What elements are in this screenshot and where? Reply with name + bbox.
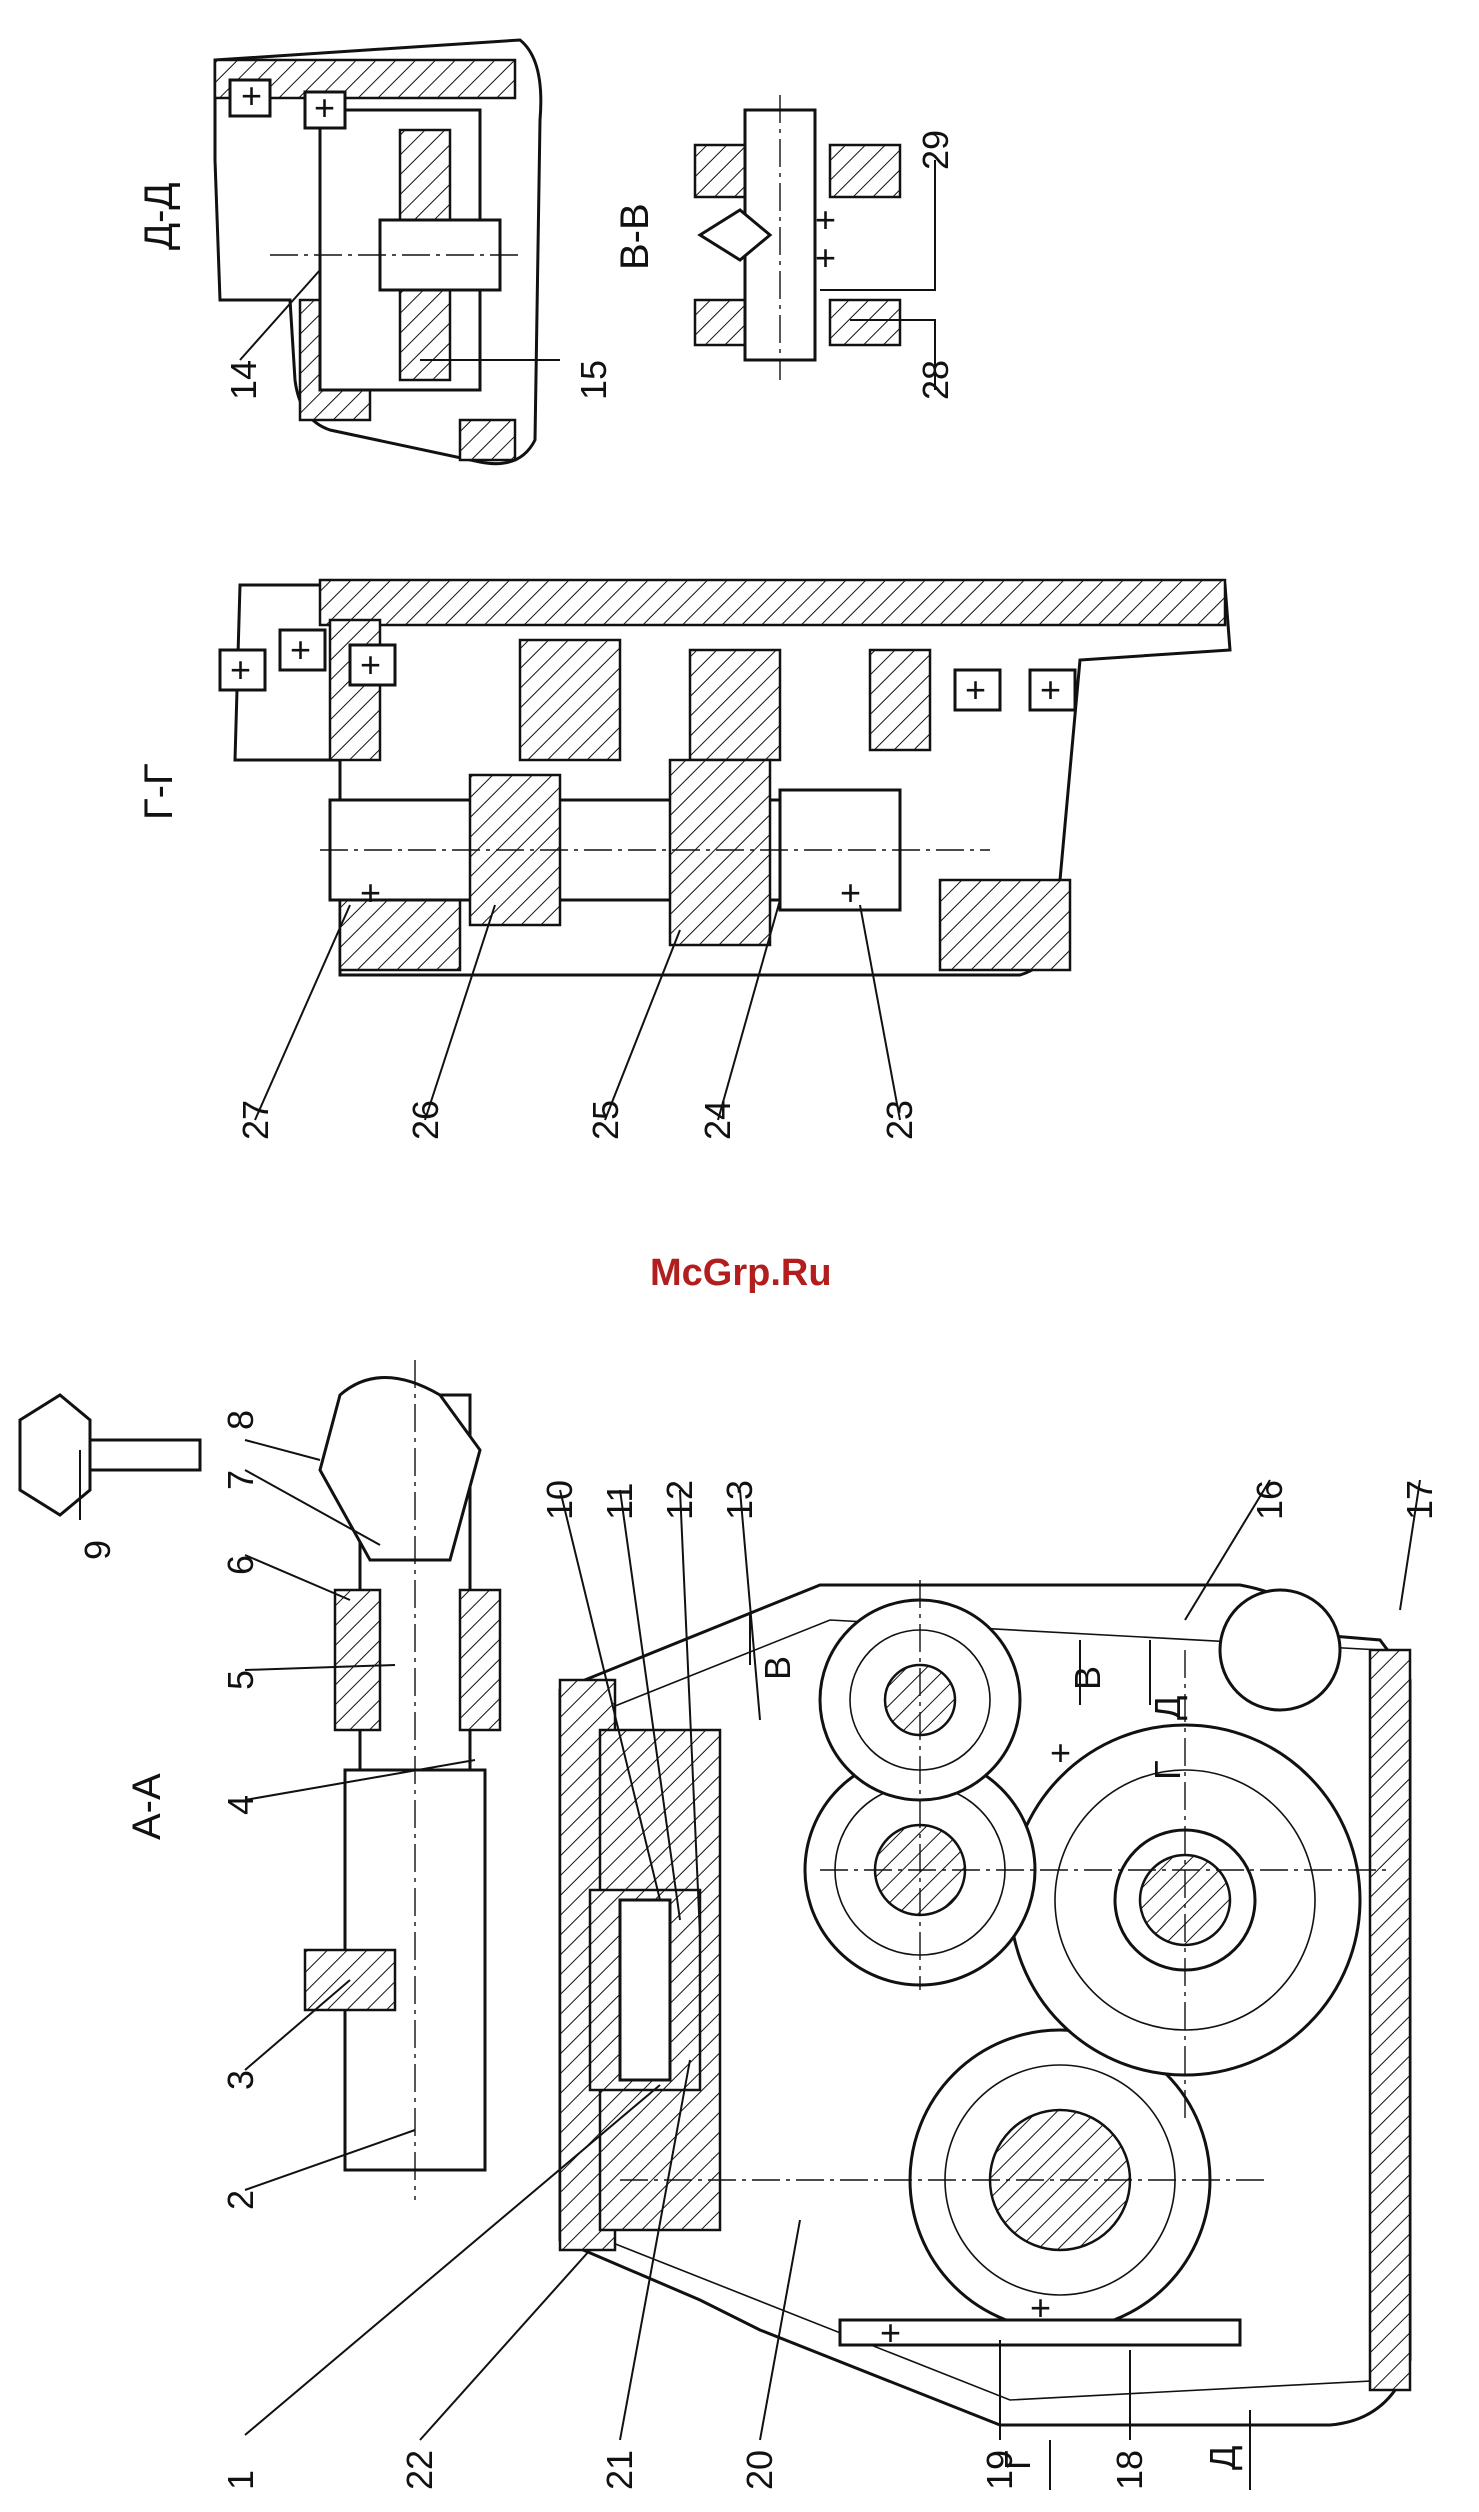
part-number-20: 20	[739, 2450, 780, 2490]
part-number-22: 22	[399, 2450, 440, 2490]
section-label-vv: В-В	[613, 203, 657, 270]
svg-text:+: +	[1050, 1732, 1071, 1773]
part-number-16: 16	[1249, 1480, 1290, 1520]
part-number-19: 19	[979, 2450, 1020, 2490]
cut-mark-d: Д	[1202, 2446, 1243, 2470]
part-number-24: 24	[697, 1100, 738, 1140]
part-number-26: 26	[405, 1100, 446, 1140]
part-number-15: 15	[573, 360, 614, 400]
svg-text:+: +	[840, 872, 861, 913]
cut-mark-v: В	[1067, 1666, 1108, 1690]
part-number-6: 6	[220, 1555, 261, 1575]
part-number-3: 3	[220, 2070, 261, 2090]
part-number-5: 5	[220, 1670, 261, 1690]
part-number-29: 29	[915, 130, 956, 170]
svg-text:+: +	[815, 237, 836, 278]
part-number-23: 23	[879, 1100, 920, 1140]
svg-text:+: +	[1040, 669, 1061, 710]
part-number-25: 25	[585, 1100, 626, 1140]
svg-text:+: +	[290, 629, 311, 670]
svg-text:+: +	[314, 87, 335, 128]
part-number-4: 4	[220, 1795, 261, 1815]
svg-text:+: +	[360, 644, 381, 685]
svg-text:+: +	[241, 75, 262, 116]
section-label-dd: Д-Д	[137, 183, 181, 251]
cut-mark-d-top: Д	[1147, 1696, 1188, 1720]
svg-text:+: +	[230, 649, 251, 690]
view-gg: + + + + + + + 27 26 25 24 23 Г-Г	[137, 580, 1230, 1140]
part-number-1: 1	[220, 2470, 261, 2490]
part-number-11: 11	[599, 1483, 640, 1520]
part-number-8: 8	[220, 1410, 261, 1430]
svg-text:+: +	[880, 2312, 901, 2353]
view-dd: + + 14 15 Д-Д	[137, 40, 614, 464]
view-vv: + + 29 28 В-В	[613, 95, 956, 400]
watermark: McGrp.Ru	[650, 1252, 832, 1294]
cut-mark-v-top: В	[757, 1656, 798, 1680]
part-number-2: 2	[220, 2190, 261, 2210]
part-number-18: 18	[1109, 2450, 1150, 2490]
part-number-12: 12	[659, 1480, 700, 1520]
part-number-14: 14	[223, 360, 264, 400]
part-number-9: 9	[77, 1540, 118, 1560]
part-number-27: 27	[235, 1100, 276, 1140]
svg-text:+: +	[965, 669, 986, 710]
section-label-aa: А-А	[125, 1773, 169, 1840]
part-number-13: 13	[719, 1480, 760, 1520]
part-number-10: 10	[539, 1480, 580, 1520]
part-number-17: 17	[1399, 1480, 1440, 1520]
part-number-7: 7	[220, 1470, 261, 1490]
view-aa: + + + В В Д Г Г Д 1	[20, 1360, 1440, 2490]
section-label-gg: Г-Г	[137, 763, 181, 820]
cut-mark-g-top: Г	[1147, 1761, 1188, 1781]
part-number-28: 28	[915, 360, 956, 400]
svg-text:+: +	[1030, 2287, 1051, 2328]
svg-text:+: +	[815, 199, 836, 240]
part-number-21: 21	[599, 2450, 640, 2490]
svg-text:+: +	[360, 872, 381, 913]
